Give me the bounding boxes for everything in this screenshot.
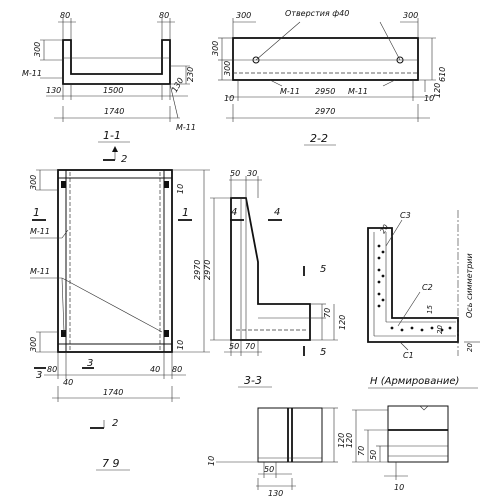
dim-4-4-b1: 50: [264, 465, 274, 474]
dim-2-2-right-top: 300: [403, 11, 418, 20]
label-c3: С3: [400, 211, 411, 220]
view-1-1-title: 1-1: [103, 129, 121, 142]
plan-section-3-left: 3: [36, 370, 42, 381]
rebar-dots-horizontal: [390, 326, 452, 332]
dim-3-3-height: 2970: [203, 260, 212, 280]
plan-section-mark-bottom: 2: [112, 418, 118, 429]
dim-5-5-v1: 120: [345, 433, 354, 448]
plan-section-mark-top: 2: [121, 154, 127, 165]
mark-1-1-left: М-11: [22, 69, 42, 78]
view-reinforcement: Ось симметрии С3 С2 С1 20 15 20 20 Н (Ар…: [367, 210, 480, 389]
mark-2-2-a: М-11: [280, 87, 300, 96]
dim-3-3-v1: 70: [323, 308, 332, 318]
view-5-5: 120 70 50 10: [345, 405, 449, 492]
dim-4-4-bottom-left: 10: [207, 456, 216, 466]
dim-3-3-bottom-1: 50: [229, 342, 239, 351]
dim-2-2-left-v1: 300: [211, 41, 220, 56]
dim-1-1-top-left: 80: [60, 11, 70, 20]
dim-reinf-v2: 20: [436, 325, 444, 334]
dim-plan-total: 1740: [103, 388, 123, 397]
dim-2-2-bottom-left: 10: [224, 94, 234, 103]
view-2-2-title: 2-2: [310, 132, 328, 145]
dim-4-4-v1: 120: [337, 433, 346, 448]
hole-label: Отверстия ф40: [285, 9, 349, 18]
dim-1-1-total: 1740: [104, 107, 124, 116]
dim-reinf-bottom: 20: [466, 343, 474, 352]
hole-left: [252, 56, 260, 64]
view-reinf-title: Н (Армирование): [370, 376, 459, 387]
dim-5-5-bottom: 10: [394, 483, 404, 492]
hole-right: [396, 56, 404, 64]
dim-2-2-right-h: 610: [438, 67, 447, 82]
dim-1-1-bottom-right: 130: [170, 76, 185, 94]
view-4-4: 120 10 50 130: [207, 407, 346, 498]
label-c2: С2: [422, 283, 433, 292]
dim-2-2-right-v: 120: [433, 83, 442, 98]
plan-section-3-right: 3: [87, 358, 93, 369]
dim-3-3-top-2: 30: [247, 169, 257, 178]
dim-2-2-total: 2970: [315, 107, 335, 116]
dim-4-4-b2: 130: [268, 489, 283, 498]
dim-2-2-bottom-right: 10: [424, 94, 434, 103]
dim-2-2-left-top: 300: [236, 11, 251, 20]
view-2-2: Отверстия ф40 300 300 300 300 610 120 10…: [211, 9, 447, 146]
dim-plan-bottom-left: 300: [29, 337, 38, 352]
dim-1-1-inner: 1500: [103, 86, 123, 95]
dim-plan-right-top: 10: [176, 184, 185, 194]
view-plan: 2 1 1 М-11 М-11 300 300 2970 10 10 3 3: [29, 146, 210, 471]
dim-5-5-v2: 70: [357, 446, 366, 456]
plan-section-1-left: 1: [33, 206, 40, 219]
label-c1: С1: [403, 351, 414, 360]
cut-4-left: 4: [231, 207, 237, 218]
plan-mark-1: М-11: [30, 227, 50, 236]
dim-3-3-top-1: 50: [230, 169, 240, 178]
dim-plan-bl1: 80: [47, 365, 57, 374]
axis-of-symmetry-label: Ось симметрии: [465, 253, 474, 318]
mark-2-2-b: М-11: [348, 87, 368, 96]
dim-plan-bl2: 40: [63, 378, 73, 387]
dim-1-1-bottom-left: 130: [46, 86, 61, 95]
dim-5-5-v3: 50: [369, 450, 378, 460]
cut-5-bottom: 5: [320, 347, 326, 358]
dim-plan-height: 2970: [193, 260, 202, 280]
dim-3-3-bottom-2: 70: [245, 342, 255, 351]
dim-3-3-v2: 120: [338, 315, 347, 330]
dim-reinf-v1: 15: [426, 305, 434, 314]
dim-2-2-inner: 2950: [315, 87, 335, 96]
view-3-3: 50 30 2970 4 4 5 5 70 120 50 70 3-3: [203, 169, 347, 388]
dim-plan-br2: 80: [172, 365, 182, 374]
dim-2-2-left-v2: 300: [223, 61, 232, 76]
mark-1-1-right: М-11: [176, 123, 196, 132]
view-1-1: 80 80 300 230 130 1500 130 1740 М-11 М-1…: [22, 11, 196, 143]
plan-mark-2: М-11: [30, 267, 50, 276]
dim-plan-right-bottom: 10: [176, 340, 185, 350]
plan-section-1-right: 1: [182, 206, 189, 219]
dim-reinf-top: 20: [379, 223, 391, 235]
dim-plan-top-left: 300: [29, 175, 38, 190]
cut-4-right: 4: [274, 207, 280, 218]
view-3-3-title: 3-3: [244, 374, 262, 387]
plan-caption: 7 9: [102, 457, 120, 470]
cut-5-top: 5: [320, 264, 326, 275]
dim-1-1-top-right: 80: [159, 11, 169, 20]
dim-plan-br1: 40: [150, 365, 160, 374]
dim-1-1-right-h: 230: [186, 67, 195, 82]
rebar-dots-vertical: [377, 244, 385, 308]
dim-1-1-left-h: 300: [33, 42, 42, 57]
